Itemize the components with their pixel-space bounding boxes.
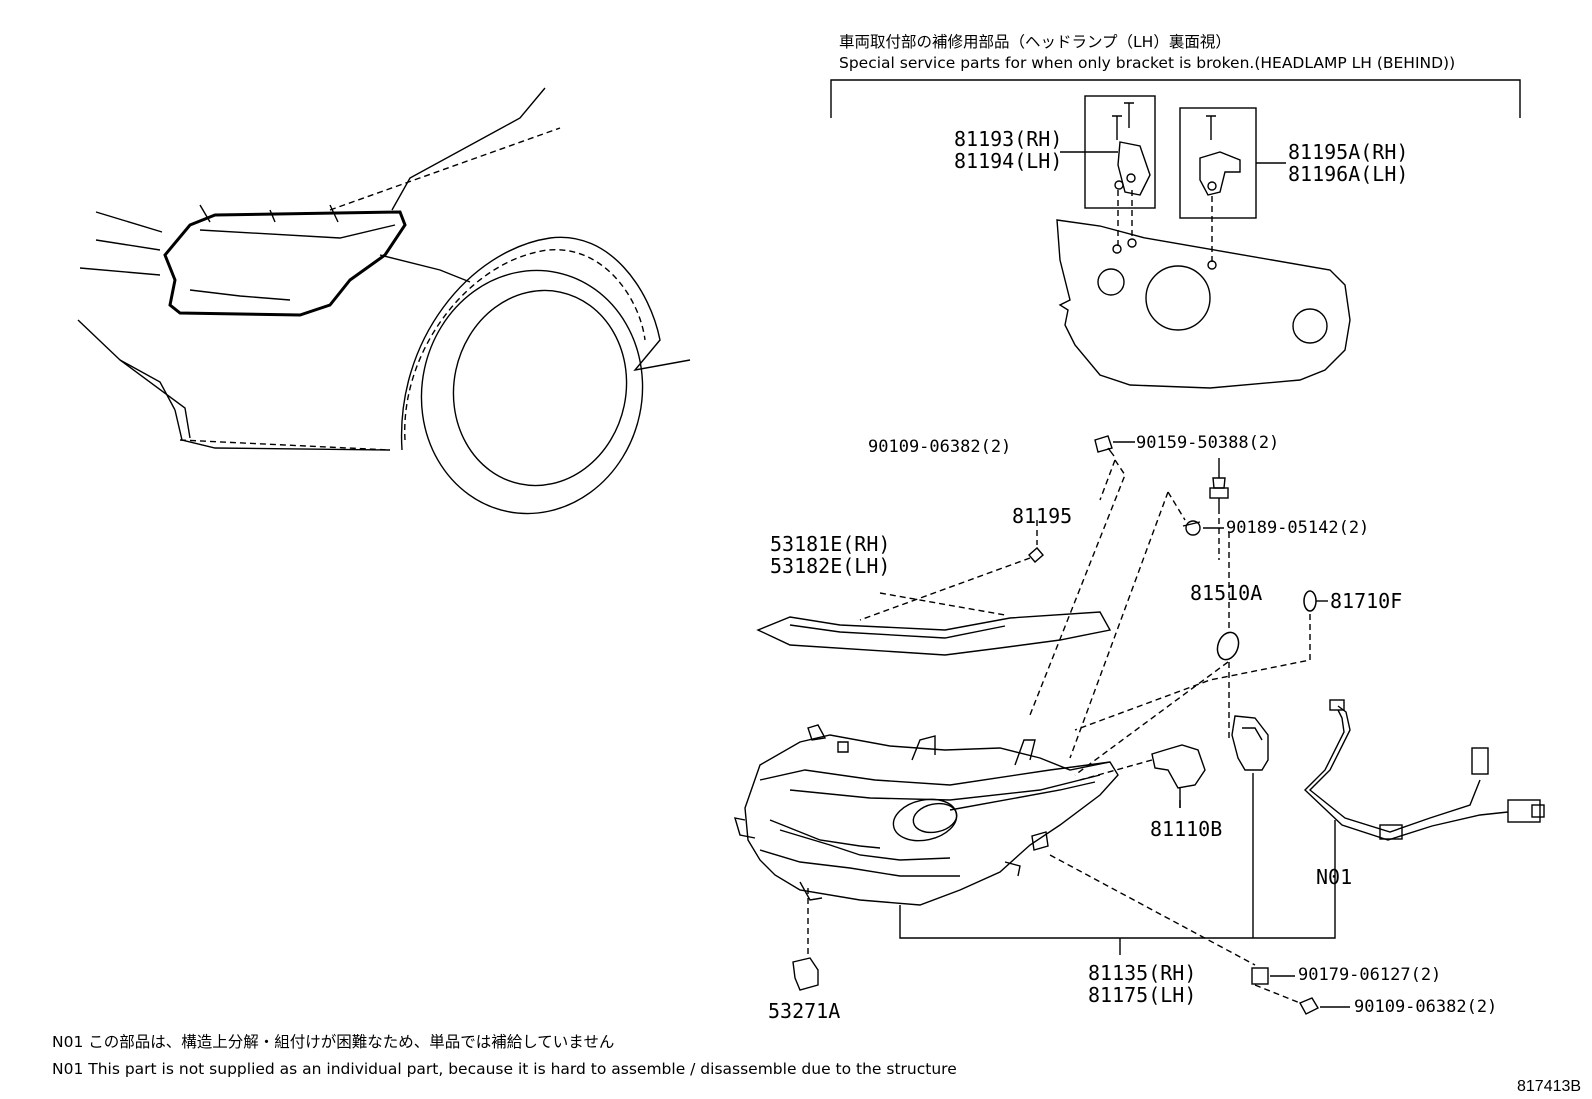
bolt-90159 <box>1094 435 1115 457</box>
part-label-81194: 81194(LH) <box>954 149 1063 173</box>
bracket-section-title-en: Special service parts for when only brac… <box>839 54 1456 72</box>
diagram-code: 817413B <box>1517 1078 1582 1095</box>
part-label-81193: 81193(RH) <box>954 127 1063 151</box>
part-label-81510a: 81510A <box>1190 581 1263 605</box>
vehicle-front-drawing <box>77 87 691 515</box>
clip-90189 <box>1182 520 1201 536</box>
wire-harness-n01 <box>1303 699 1545 841</box>
part-label-81110b: 81110B <box>1150 817 1223 841</box>
footnote-jp: N01 この部品は、構造上分解・組付けが困難なため、単品では補給していません <box>52 1033 615 1051</box>
footnote-en: N01 This part is not supplied as an indi… <box>52 1060 957 1078</box>
part-label-n01: N01 <box>1316 865 1353 889</box>
part-label-81195: 81195 <box>1012 504 1073 528</box>
part-label-81135: 81135(RH) <box>1088 961 1197 985</box>
bolt-90109-top <box>1209 477 1229 508</box>
part-label-53181e: 53181E(RH) <box>770 532 891 556</box>
headlamp-housing <box>734 724 1119 906</box>
headlamp-exploded-view <box>734 435 1545 1015</box>
part-label-53182e: 53182E(LH) <box>770 554 891 578</box>
part-label-81195a: 81195A(RH) <box>1288 140 1409 164</box>
part-label-81175: 81175(LH) <box>1088 983 1197 1007</box>
part-label-81710f: 81710F <box>1330 589 1403 613</box>
part-label-90159: 90159-50388(2) <box>1136 433 1280 453</box>
part-label-90109-top: 90109-06382(2) <box>868 437 1012 457</box>
part-label-90189: 90189-05142(2) <box>1226 518 1370 538</box>
bracket-section <box>830 79 1521 389</box>
part-label-53271a: 53271A <box>768 999 841 1023</box>
bracket-section-title-jp: 車両取付部の補修用部品（ヘッドランプ（LH）裏面視） <box>839 33 1231 51</box>
part-label-90109-bottom: 90109-06382(2) <box>1354 997 1498 1017</box>
part-label-81196a: 81196A(LH) <box>1288 162 1409 186</box>
part-label-90179: 90179-06127(2) <box>1298 965 1442 985</box>
